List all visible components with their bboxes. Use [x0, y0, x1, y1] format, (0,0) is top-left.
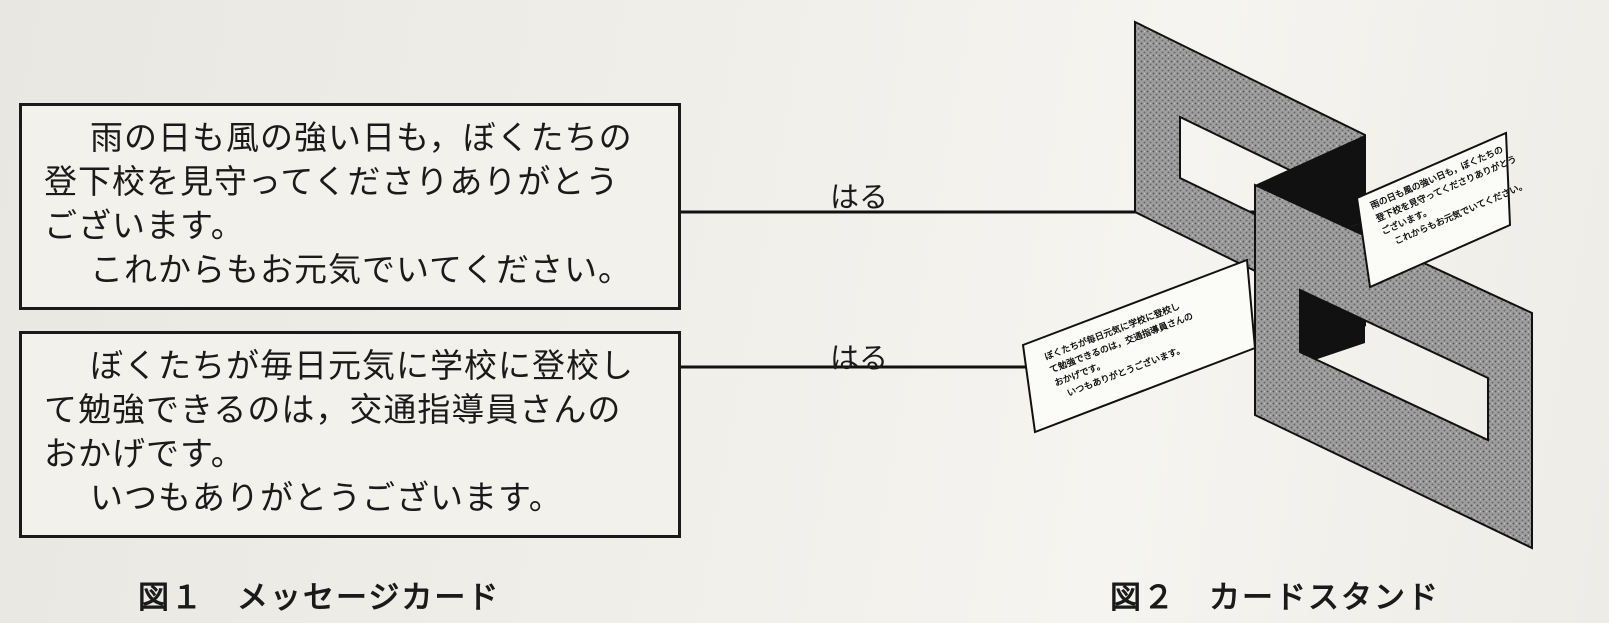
card-stand [1134, 20, 1533, 550]
figure2-caption: 図２ カードスタンド [1110, 580, 1440, 616]
card2-line4: いつもありがとうございます。 [90, 478, 563, 517]
message-card-2: ぼくたちが毎日元気に学校に登校し て勉強できるのは，交通指導員さんの おかげです… [19, 331, 681, 538]
card2-line2: て勉強できるのは，交通指導員さんの [44, 390, 622, 429]
card1-line4: これからもお元気でいてください。 [90, 250, 633, 289]
card1-line3: ございます。 [44, 206, 245, 245]
card2-line1: ぼくたちが毎日元気に学校に登校し [90, 346, 634, 385]
arrow-label-1: はる [830, 180, 889, 214]
card1-line1: 雨の日も風の強い日も，ぼくたちの [90, 118, 633, 157]
message-card-1: 雨の日も風の強い日も，ぼくたちの 登下校を見守ってくださりありがとう ございます… [19, 103, 681, 310]
stand-card-upper: 雨の日も風の強い日も，ぼくたちの 登下校を見守ってくださりありがとう ございます… [1355, 131, 1529, 289]
figure1-caption: 図１ メッセージカード [138, 580, 501, 616]
stand-card-lower: ぼくたちが毎日元気に学校に登校し て勉強できるのは，交通指導員さんの おかげです… [1021, 258, 1257, 434]
card2-line3: おかげです。 [44, 434, 245, 473]
card1-line2: 登下校を見守ってくださりありがとう [44, 162, 620, 201]
arrow-label-2: はる [830, 341, 889, 375]
